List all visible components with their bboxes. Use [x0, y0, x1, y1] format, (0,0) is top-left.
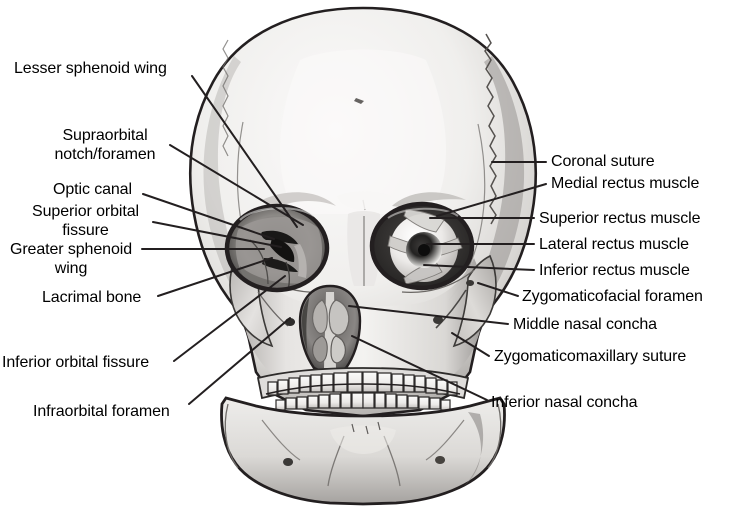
leader-line-inferior-rectus-muscle [423, 264, 535, 271]
label-coronal-suture: Coronal suture [551, 152, 655, 171]
middle-nasal-concha-shape [328, 299, 350, 336]
lacrimal-groove [294, 244, 307, 278]
mandible-chin-highlight [330, 425, 396, 454]
leader-line-medial-rectus-muscle [436, 183, 547, 217]
label-middle-nasal-concha: Middle nasal concha [513, 315, 657, 334]
label-lesser-sphenoid-wing: Lesser sphenoid wing [14, 59, 167, 78]
lower-teeth [275, 392, 451, 411]
superior-rectus-muscle-band [403, 209, 445, 233]
infraorbital-foramen-mark-right [433, 316, 444, 324]
label-infraorbital-foramen: Infraorbital foramen [33, 402, 170, 421]
leader-line-zygomaticomaxillary-suture [451, 332, 490, 357]
label-zygomaticomaxillary-suture: Zygomaticomaxillary suture [494, 347, 686, 366]
label-greater-sphenoid-wing: Greater sphenoid wing [2, 240, 140, 278]
label-line: Lesser sphenoid wing [14, 60, 167, 77]
leader-line-optic-canal [142, 193, 275, 240]
coronal-suture-line [484, 33, 497, 225]
frontal-bone-highlight [279, 49, 447, 214]
label-lateral-rectus-muscle: Lateral rectus muscle [539, 235, 689, 254]
optic-canal-shape [270, 238, 295, 262]
leader-line-zygomaticofacial-foramen [477, 282, 519, 297]
orbit-left-detail-1 [249, 239, 269, 285]
cranium-shadow-left [203, 56, 250, 298]
label-line: Greater sphenoid [9, 241, 133, 258]
leader-lines [141, 75, 547, 405]
zygomaticomaxillary-suture-right [435, 289, 467, 329]
label-line: Zygomaticofacial foramen [522, 288, 703, 305]
coronal-suture-left-line [222, 39, 229, 157]
zygomaticofacial-foramen-mark [466, 280, 475, 286]
leader-line-middle-nasal-concha [348, 305, 509, 325]
label-line: Superior orbital [32, 203, 139, 220]
mandible-ridge-right [425, 419, 465, 461]
label-lacrimal-bone: Lacrimal bone [42, 288, 141, 307]
leader-line-superior-orbital-fissure [152, 221, 282, 248]
label-line: Inferior nasal concha [491, 394, 638, 411]
label-line: Infraorbital foramen [33, 403, 170, 420]
mental-foramen-left [283, 458, 294, 466]
label-line: Lacrimal bone [42, 289, 142, 306]
label-line: Inferior rectus muscle [539, 262, 690, 279]
nasal-aperture-group [298, 284, 362, 382]
mandible-shadow-right [464, 412, 484, 486]
mandible-ramus-right [487, 403, 502, 469]
middle-nasal-concha-left-shape [312, 299, 328, 334]
mandible-ridge-left [261, 419, 301, 461]
mental-foramen-right [435, 456, 446, 464]
label-supraorbital-notch-foramen: Supraorbital notch/foramen [45, 126, 165, 164]
orbit-right-group [369, 201, 475, 291]
occlusal-line [265, 383, 461, 395]
maxilla-zygomatic-mass [242, 258, 484, 392]
label-inferior-nasal-concha: Inferior nasal concha [491, 393, 638, 412]
label-line: Coronal suture [551, 153, 655, 170]
inferior-rectus-muscle-band [403, 261, 443, 285]
label-optic-canal: Optic canal [53, 180, 132, 199]
label-medial-rectus-muscle: Medial rectus muscle [551, 174, 699, 193]
leader-line-infraorbital-foramen [188, 317, 291, 405]
leader-line-inferior-nasal-concha [351, 335, 488, 401]
label-inferior-rectus-muscle: Inferior rectus muscle [539, 261, 690, 280]
label-line: wing [54, 260, 88, 277]
orbit-right-rim-highlight [387, 207, 459, 219]
superior-orbital-fissure-shape [261, 230, 298, 244]
label-line: Optic canal [53, 181, 132, 198]
label-line: Medial rectus muscle [551, 175, 700, 192]
mandible-ramus-left [224, 403, 239, 469]
label-line: Supraorbital [62, 127, 148, 144]
label-line: Middle nasal concha [513, 316, 657, 333]
metopic-mark [354, 98, 364, 104]
label-line: Zygomaticomaxillary suture [494, 348, 687, 365]
inferior-nasal-concha-shape [330, 335, 346, 364]
label-superior-orbital-fissure: Superior orbital fissure [20, 202, 151, 240]
orbit-right-rim [369, 201, 475, 291]
leader-line-supraorbital-notch-foramen [169, 144, 304, 226]
pupil [418, 244, 430, 256]
label-line: fissure [62, 222, 109, 239]
label-line: Lateral rectus muscle [539, 236, 689, 253]
label-superior-rectus-muscle: Superior rectus muscle [539, 209, 701, 228]
leader-line-lacrimal-bone [157, 257, 273, 297]
label-line: Superior rectus muscle [539, 210, 701, 227]
leader-line-inferior-orbital-fissure [173, 275, 286, 362]
label-line: notch/foramen [54, 146, 156, 163]
label-line: Inferior orbital fissure [2, 354, 149, 371]
label-inferior-orbital-fissure: Inferior orbital fissure [2, 353, 149, 372]
leader-line-lesser-sphenoid-wing [191, 75, 298, 228]
infraorbital-suture-right [401, 269, 475, 293]
cranium-shadow-right [470, 56, 525, 304]
glabella-bulge [337, 191, 391, 210]
inferior-orbital-fissure-shape [262, 258, 298, 272]
dentition-group [256, 367, 470, 411]
inferior-nasal-concha-left-shape [312, 335, 328, 363]
label-zygomaticofacial-foramen: Zygomaticofacial foramen [522, 287, 703, 306]
mandible-marks [351, 421, 381, 435]
mandible-group [220, 396, 506, 506]
